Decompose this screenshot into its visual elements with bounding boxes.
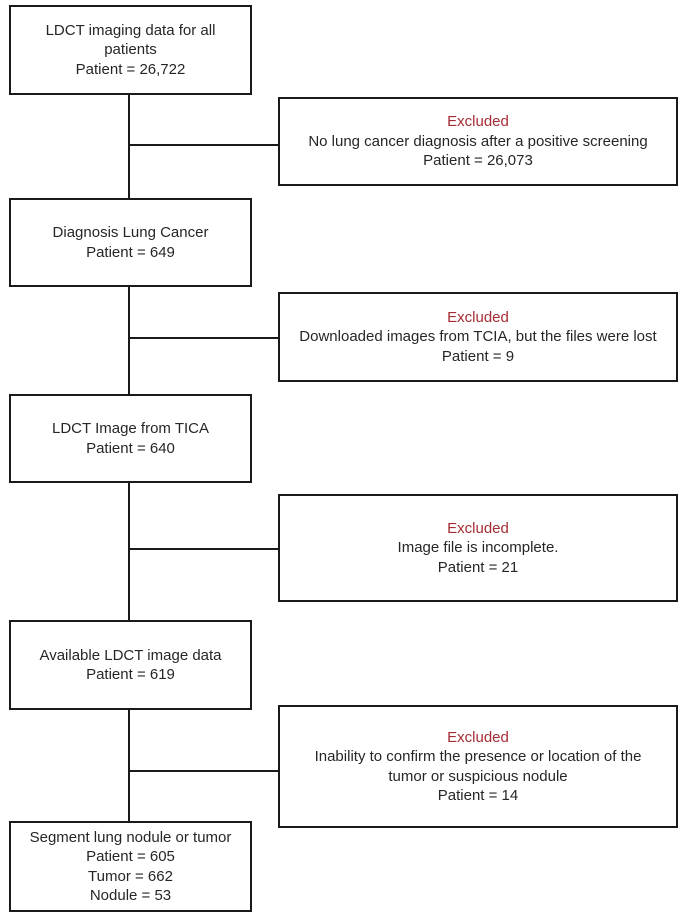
- box-segment-lung-nodule-or-tumor: Segment lung nodule or tumor Patient = 6…: [9, 821, 252, 912]
- box-text-line: Patient = 14: [437, 787, 519, 804]
- excluded-label: Excluded: [447, 728, 509, 746]
- box-text-line: Inability to confirm the presence or loc…: [314, 748, 642, 765]
- box-text-line: Patient = 21: [437, 558, 519, 576]
- excluded-label: Excluded: [447, 308, 509, 326]
- box-text-line: Downloaded images from TCIA, but the fil…: [299, 328, 657, 346]
- excluded-label: Excluded: [447, 113, 509, 131]
- box-excluded-unconfirmed-tumor-location: Excluded Inability to confirm the presen…: [278, 705, 678, 828]
- box-diagnosis-lung-cancer: Diagnosis Lung Cancer Patient = 649: [9, 198, 252, 287]
- box-text-line: Tumor = 662: [88, 867, 173, 885]
- box-ldct-all-patients: LDCT imaging data for all patients Patie…: [9, 5, 252, 95]
- connector-vertical-1: [128, 95, 130, 198]
- excluded-label: Excluded: [447, 519, 509, 537]
- box-excluded-files-lost: Excluded Downloaded images from TCIA, bu…: [278, 292, 678, 382]
- box-text-line: Patient = 619: [86, 666, 175, 683]
- connector-branch-1: [129, 144, 278, 146]
- box-text-line: Available LDCT image data: [39, 646, 222, 664]
- box-text-line: Patient = 26,073: [423, 152, 533, 170]
- box-text-line: tumor or suspicious nodule: [388, 767, 568, 785]
- box-text-line: Patient = 649: [86, 243, 175, 261]
- connector-branch-2: [129, 337, 278, 339]
- box-text-line: patients: [104, 41, 157, 59]
- box-text-line: No lung cancer diagnosis after a positiv…: [308, 132, 648, 150]
- box-ldct-image-from-tica: LDCT Image from TICA Patient = 640: [9, 394, 252, 483]
- box-text-line: Patient = 640: [86, 439, 175, 457]
- box-available-ldct-image-data: Available LDCT image data Patient = 619: [9, 620, 252, 710]
- box-text-line: Image file is incomplete.: [397, 539, 559, 557]
- box-text-line: LDCT imaging data for all: [45, 21, 216, 39]
- box-text-line: Patient = 9: [441, 347, 515, 365]
- box-text-line: Segment lung nodule or tumor: [29, 828, 232, 846]
- connector-branch-3: [129, 548, 278, 550]
- box-text-line: Patient = 605: [86, 848, 175, 865]
- connector-branch-4: [129, 770, 278, 772]
- box-text-line: Patient = 26,722: [75, 60, 186, 78]
- connector-vertical-3: [128, 483, 130, 620]
- box-text-line: Diagnosis Lung Cancer: [52, 224, 209, 241]
- connector-vertical-2: [128, 287, 130, 394]
- box-excluded-incomplete-image-file: Excluded Image file is incomplete. Patie…: [278, 494, 678, 602]
- box-text-line: LDCT Image from TICA: [52, 420, 209, 437]
- connector-vertical-4: [128, 710, 130, 821]
- box-excluded-no-lung-cancer-diagnosis: Excluded No lung cancer diagnosis after …: [278, 97, 678, 186]
- box-text-line: Nodule = 53: [89, 887, 172, 904]
